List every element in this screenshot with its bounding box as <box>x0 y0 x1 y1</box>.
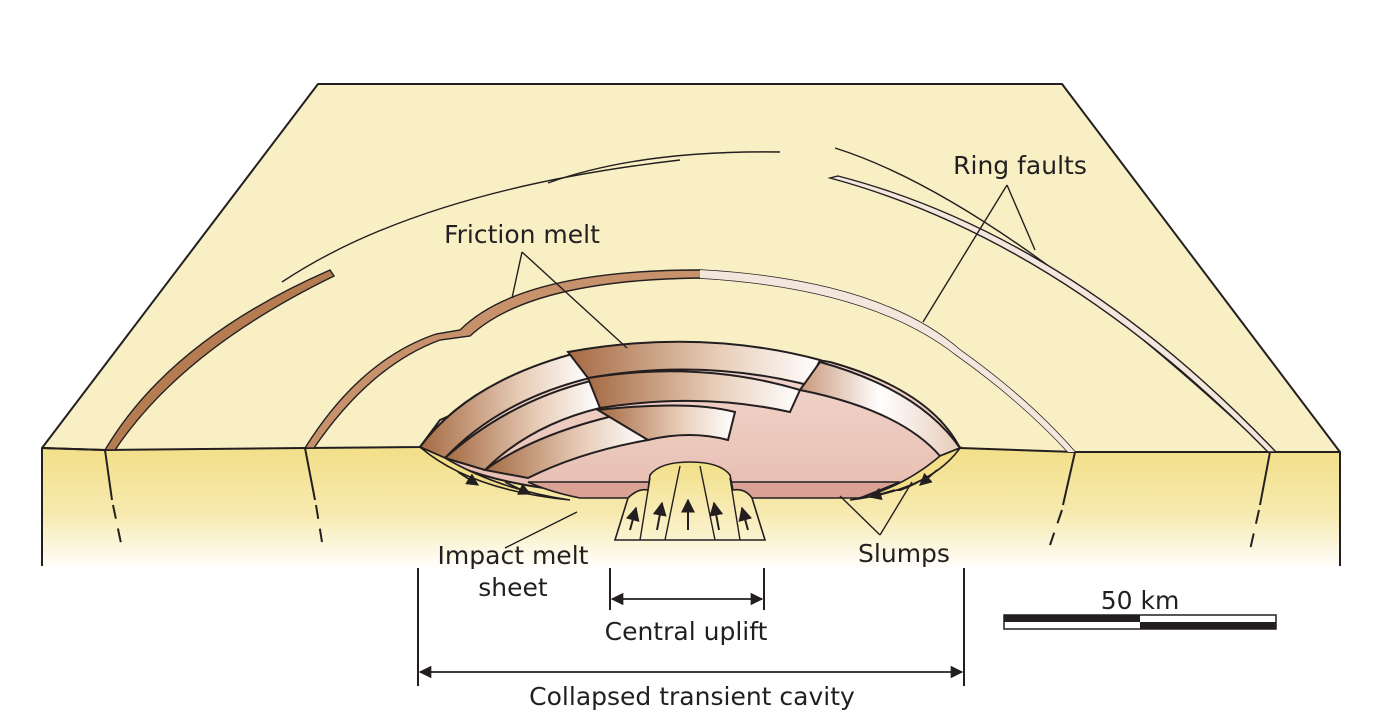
fault-trace <box>104 449 113 501</box>
uplift-arrow-icon <box>652 501 667 531</box>
label-central-uplift: Central uplift <box>605 617 768 646</box>
leader-line <box>1006 184 1036 251</box>
ring-fault-arc <box>281 159 681 283</box>
uplift-fault <box>664 465 681 541</box>
ring-fault-scarp-left <box>103 269 336 451</box>
label-ring-faults: Ring faults <box>953 151 1087 180</box>
slump-arrow-icon <box>504 481 532 495</box>
ring-fault-scarp-right <box>827 175 1278 453</box>
leader-line <box>511 251 523 299</box>
leader-line <box>879 481 913 536</box>
label-impact-melt-line2: sheet <box>478 573 548 602</box>
leader-line <box>521 251 628 349</box>
slump-block <box>566 340 822 387</box>
uplift-fault <box>729 477 741 541</box>
crater-interior <box>418 340 963 541</box>
uplift-arrow-icon <box>738 506 753 531</box>
leader-line <box>504 511 578 549</box>
scale-bar-label: 50 km <box>1101 586 1180 615</box>
uplift-fault <box>699 465 716 541</box>
label-friction-melt: Friction melt <box>444 220 600 249</box>
fault-trace <box>1062 451 1076 506</box>
ring-fault-arc <box>834 147 1271 453</box>
leader-line <box>839 495 881 536</box>
fault-trace-dashed <box>1049 509 1063 546</box>
slump-arrow-icon <box>919 469 938 486</box>
label-slumps: Slumps <box>858 539 950 568</box>
uplift-fault <box>639 477 651 541</box>
scale-bar: 50 km <box>1003 586 1277 630</box>
slump-block <box>586 370 802 414</box>
slump-arrow-icon <box>457 471 480 486</box>
block-top-edge-left <box>41 447 106 451</box>
leader-line <box>922 184 1008 323</box>
uplift-arrow-icon <box>709 501 724 531</box>
fault-trace <box>1259 451 1271 506</box>
label-collapsed-transient-cavity: Collapsed transient cavity <box>529 682 855 711</box>
fault-trace-dashed <box>112 504 123 549</box>
label-impact-melt-line1: Impact melt <box>438 541 589 570</box>
slump-wedge <box>419 446 571 501</box>
fault-trace-dashed <box>1249 509 1260 551</box>
ring-fault-arc <box>547 151 781 184</box>
slump-block <box>594 404 737 442</box>
fault-trace <box>304 447 316 501</box>
uplift-arrow-icon <box>625 506 640 531</box>
slump-arrow-icon <box>868 487 896 501</box>
fault-trace-dashed <box>315 504 323 543</box>
